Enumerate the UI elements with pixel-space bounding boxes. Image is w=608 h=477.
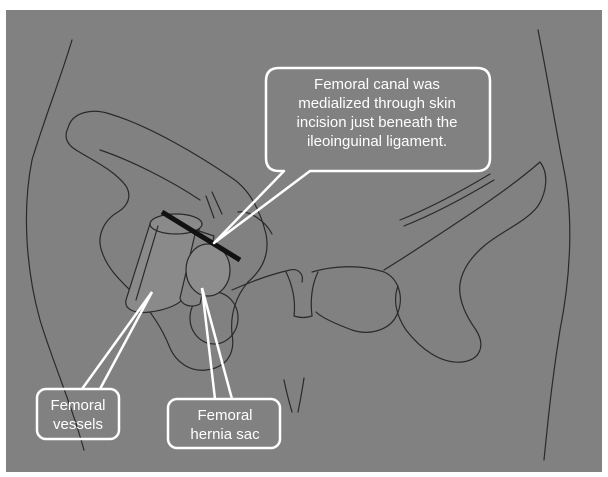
callout-femoral-hernia-sac-line: Femoral <box>172 406 278 425</box>
callout-femoral-hernia-sac-text: Femoral hernia sac <box>172 406 278 444</box>
callout-femoral-canal-line: medialized through skin <box>271 94 483 113</box>
callout-femoral-vessels-line: Femoral <box>42 396 114 415</box>
callout-femoral-vessels-text: Femoral vessels <box>42 396 114 434</box>
callout-femoral-canal-text: Femoral canal was medialized through ski… <box>271 75 483 151</box>
callout-femoral-canal-line: ileoinguinal ligament. <box>271 132 483 151</box>
callout-femoral-canal-line: incision just beneath the <box>271 113 483 132</box>
callout-femoral-canal-line: Femoral canal was <box>271 75 483 94</box>
callout-femoral-vessels-line: vessels <box>42 415 114 434</box>
callout-femoral-hernia-sac-line: hernia sac <box>172 425 278 444</box>
